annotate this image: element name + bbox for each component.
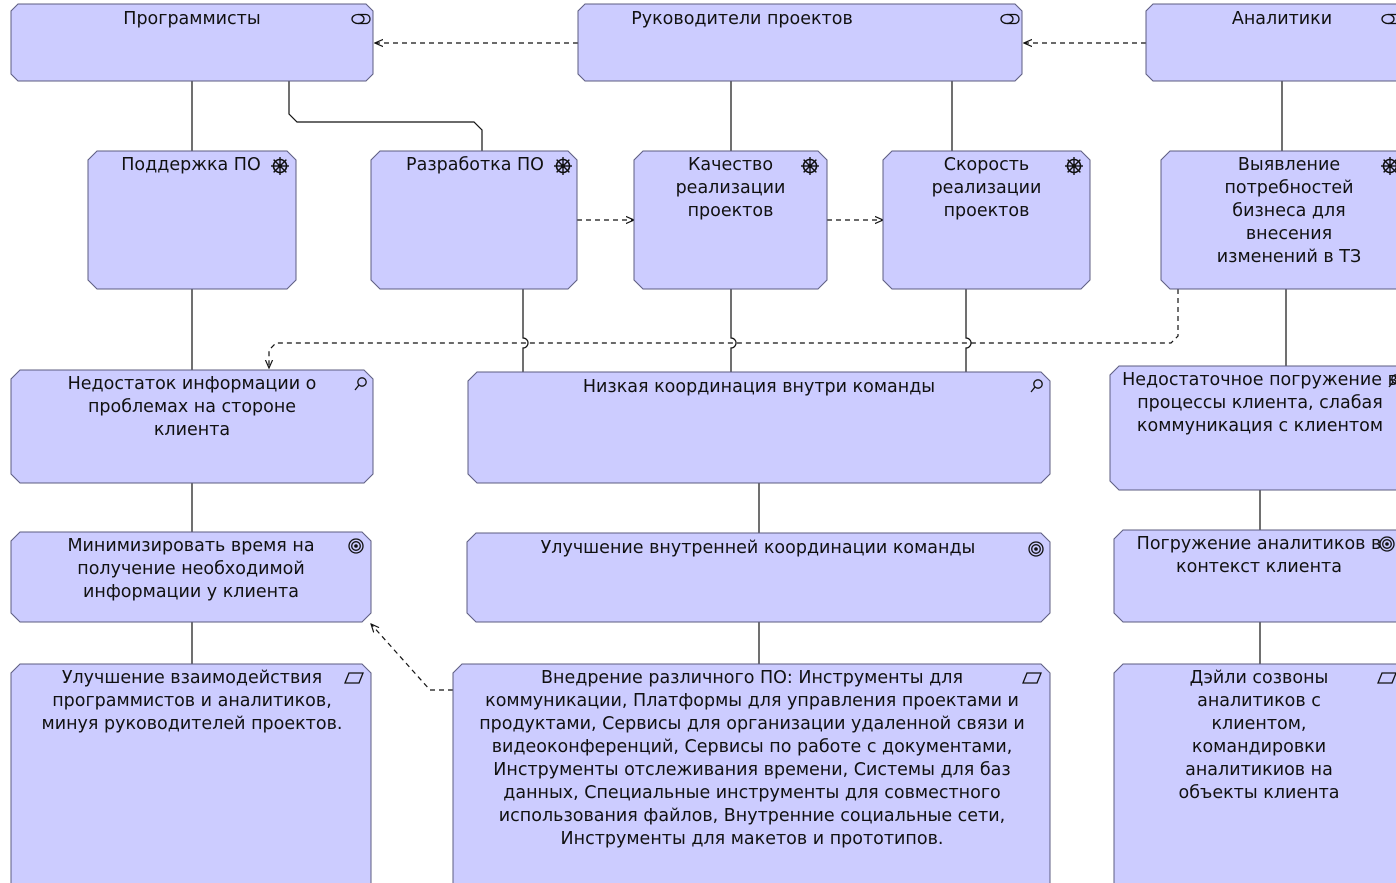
association-speed-coordination	[965, 289, 972, 372]
goal-analyst-immersion-text: Погружение аналитиков в контекст клиента	[1136, 534, 1382, 577]
driver-needs[interactable]	[1160, 150, 1396, 290]
assessment-immersion[interactable]	[1109, 365, 1396, 491]
driver-speed[interactable]	[882, 150, 1091, 290]
goal-minimize-time-label: Минимизировать время на получение необхо…	[41, 535, 341, 604]
influence-software-minimize-time	[371, 624, 453, 691]
connectors	[191, 43, 1287, 691]
assessment-info-lack-label: Недостаток информации о проблемах на сто…	[51, 373, 333, 442]
role-icon	[1381, 13, 1396, 25]
stakeholder-project-managers-text: Руководители проектов	[631, 9, 853, 29]
assessment-coordination-text: Низкая координация внутри команды	[582, 377, 936, 397]
assessment-immersion-text: Недостаточное погружение в процессы клие…	[1122, 370, 1396, 436]
requirement-software[interactable]	[452, 663, 1051, 883]
driver-quality-label: Качество реализации проектов	[664, 154, 797, 223]
requirement-software-label: Внедрение различного ПО: Инструменты для…	[472, 667, 1032, 851]
driver-icon	[801, 157, 819, 175]
goal-improve-coordination-label: Улучшение внутренней координации команды	[477, 537, 1039, 560]
stakeholder-project-managers-label: Руководители проектов	[578, 8, 906, 31]
driver-development-text: Разработка ПО	[406, 155, 544, 175]
goal-minimize-time-text: Минимизировать время на получение необхо…	[67, 536, 315, 602]
role-icon	[351, 13, 371, 25]
driver-support-text: Поддержка ПО	[121, 155, 261, 175]
assessment-icon	[1030, 379, 1043, 393]
assessment-immersion-label: Недостаточное погружение в процессы клие…	[1122, 369, 1396, 438]
goal-icon	[1028, 541, 1044, 557]
requirement-icon	[1022, 672, 1042, 684]
driver-quality[interactable]	[633, 150, 828, 290]
requirement-daily-calls-text: Дэйли созвоны аналитиков с клиентом, ком…	[1178, 668, 1340, 803]
stakeholder-analysts-text: Аналитики	[1231, 9, 1333, 29]
requirement-daily-calls-label: Дэйли созвоны аналитиков с клиентом, ком…	[1150, 667, 1368, 805]
driver-support[interactable]	[87, 150, 297, 290]
driver-development[interactable]	[370, 150, 578, 290]
stakeholder-programmers-label: Программисты	[11, 8, 373, 31]
goal-analyst-immersion-label: Погружение аналитиков в контекст клиента	[1128, 533, 1390, 579]
requirement-icon	[344, 672, 364, 684]
association-development-coordination	[522, 289, 529, 372]
driver-icon	[554, 157, 572, 175]
role-icon	[1000, 13, 1020, 25]
driver-icon	[1065, 157, 1083, 175]
goal-improve-coordination[interactable]	[466, 532, 1051, 623]
assessment-icon	[1388, 374, 1396, 388]
association-quality-coordination	[730, 289, 737, 372]
stakeholder-project-managers[interactable]	[577, 3, 1023, 82]
elements	[10, 3, 1396, 883]
goal-analyst-immersion[interactable]	[1113, 529, 1396, 623]
requirement-daily-calls[interactable]	[1113, 663, 1396, 883]
assessment-info-lack-text: Недостаток информации о проблемах на сто…	[67, 374, 317, 440]
requirement-icon	[1377, 672, 1396, 684]
goal-icon	[1379, 536, 1395, 552]
requirement-interaction-text: Улучшение взаимодействия программистов и…	[41, 668, 343, 734]
driver-quality-text: Качество реализации проектов	[675, 155, 786, 221]
stakeholder-programmers-text: Программисты	[123, 9, 261, 29]
goal-icon	[348, 538, 364, 554]
assessment-coordination[interactable]	[467, 371, 1051, 484]
stakeholder-analysts-label: Аналитики	[1146, 8, 1396, 31]
requirement-interaction[interactable]	[10, 663, 372, 883]
requirement-interaction-label: Улучшение взаимодействия программистов и…	[24, 667, 360, 736]
goal-improve-coordination-text: Улучшение внутренней координации команды	[540, 538, 976, 558]
driver-development-label: Разработка ПО	[385, 154, 565, 177]
driver-speed-text: Скорость реализации проектов	[931, 155, 1042, 221]
assessment-icon	[354, 377, 367, 391]
stakeholder-programmers[interactable]	[10, 3, 374, 82]
driver-support-label: Поддержка ПО	[100, 154, 282, 177]
driver-needs-text: Выявление потребностей бизнеса для внесе…	[1216, 155, 1362, 267]
driver-needs-label: Выявление потребностей бизнеса для внесе…	[1196, 154, 1382, 269]
influence-needs-info-lack	[269, 289, 1179, 368]
assessment-coordination-label: Низкая координация внутри команды	[478, 376, 1040, 399]
requirement-software-text: Внедрение различного ПО: Инструменты для…	[479, 668, 1025, 849]
driver-speed-label: Скорость реализации проектов	[921, 154, 1052, 223]
goal-minimize-time[interactable]	[10, 531, 372, 623]
driver-icon	[271, 157, 289, 175]
stakeholder-analysts[interactable]	[1145, 3, 1396, 82]
association-programmers-development	[288, 81, 483, 151]
assessment-info-lack[interactable]	[10, 369, 374, 484]
